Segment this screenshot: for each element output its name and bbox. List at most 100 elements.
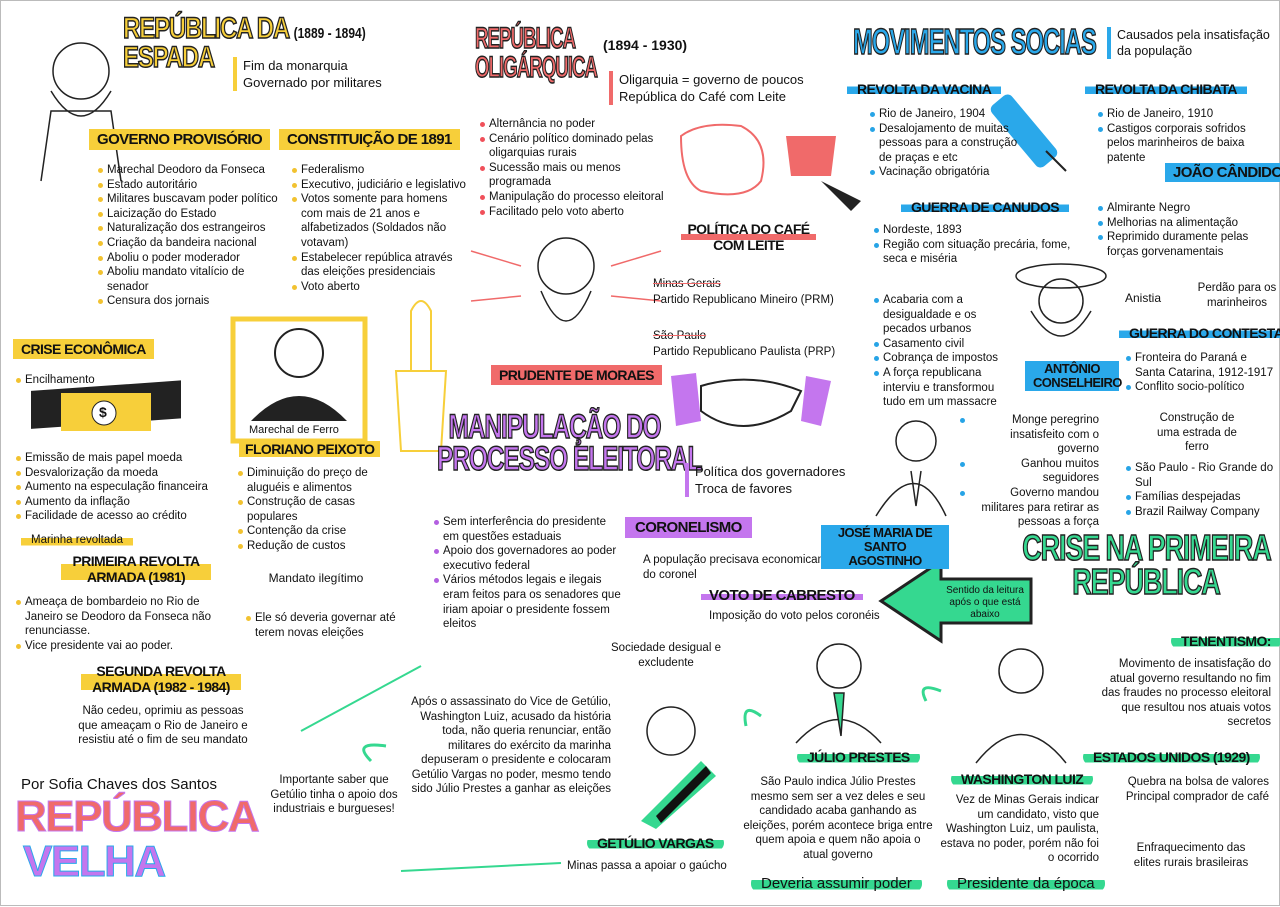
- list-item: Voto aberto: [291, 280, 469, 295]
- tenentismo-text: Movimento de insatisfação do atual gover…: [1101, 658, 1271, 728]
- crise-title-line2: REPÚBLICA: [1072, 561, 1222, 603]
- syringe-icon: [990, 94, 1067, 172]
- list-item: Criação da bandeira nacional: [97, 236, 287, 251]
- oligarquica-note: Oligarquia = governo de poucos: [619, 72, 804, 87]
- constituicao-title: CONSTITUIÇÃO DE 1891: [279, 129, 460, 150]
- manipulacao-note: Política dos governadores: [695, 464, 846, 479]
- list-item: Estado autoritário: [97, 178, 287, 193]
- joao-candido-title: JOÃO CÂNDIDO: [1165, 163, 1280, 182]
- prp-label: Partido Republicano Paulista (PRP): [653, 346, 836, 358]
- list-item: Naturalização dos estrangeiros: [97, 221, 287, 236]
- manipulacao-title-line2: PROCESSO ELEITORAL: [436, 440, 703, 479]
- manipulacao-title-line1: MANIPULAÇÃO DO: [448, 408, 662, 446]
- espada-note: Governado por militares: [243, 75, 382, 90]
- list-item: Diminuição do preço de aluguéis e alimen…: [237, 466, 405, 495]
- list-item: Facilitado pelo voto aberto: [479, 205, 669, 220]
- getulio-vargas-text: Minas passa a apoiar o gaúcho: [567, 860, 727, 872]
- list-item: Facilidade de acesso ao crédito: [15, 509, 230, 524]
- list-item: Desvalorização da moeda: [15, 466, 230, 481]
- list-item: Reprimido duramente pelas forças gorvena…: [1097, 230, 1267, 259]
- governo-provisorio-title: GOVERNO PROVISÓRIO: [89, 129, 271, 150]
- list-item: Manipulação do processo eleitoral: [479, 190, 669, 205]
- presidente-epoca-tag: Presidente da época: [947, 875, 1105, 892]
- espada-note: Fim da monarquia: [243, 58, 348, 73]
- espada-notes: Fim da monarquia Governado por militares: [233, 57, 382, 91]
- leaf-branch-icon: [300, 665, 562, 872]
- cafe-com-leite-title: POLÍTICA DO CAFÉ COM LEITE: [681, 221, 816, 253]
- tenentismo-title: TENENTISMO:: [1171, 633, 1280, 649]
- floriano-name: FLORIANO PEIXOTO: [239, 441, 381, 457]
- deodoro-portrait-icon: [40, 42, 122, 182]
- list-item: Nordeste, 1893: [873, 223, 1083, 238]
- getulio-vargas-name: GETÚLIO VARGAS: [587, 835, 724, 851]
- voto-de-cabresto-text: Imposição do voto pelos coronéis: [709, 610, 880, 622]
- washington-portrait-icon: [975, 648, 1067, 764]
- prudente-name: PRUDENTE DE MORAES: [491, 365, 662, 385]
- manipulacao-notes: Política dos governadores Troca de favor…: [685, 463, 845, 497]
- guerra-contestado-list: Fronteira do Paraná e Santa Catarina, 19…: [1125, 351, 1275, 395]
- list-item: Aboliu o poder moderador: [97, 251, 287, 266]
- list-item: A força republicana interviu e transform…: [873, 366, 1018, 410]
- list-item: Vice presidente vai ao poder.: [15, 639, 237, 654]
- list-item: Sem interferência do presidente em quest…: [433, 515, 621, 544]
- apos-assassinato-text: Após o assassinato do Vice de Getúlio, W…: [411, 696, 611, 795]
- estrada-ferro-burst: Construção de uma estrada de ferro: [1157, 412, 1237, 453]
- prm-label: Partido Republicano Mineiro (PRM): [653, 294, 834, 306]
- revolta-vacina-title: REVOLTA DA VACINA: [847, 81, 1002, 97]
- crise-title-line1: CRISE NA PRIMEIRA: [1022, 527, 1273, 568]
- coronelismo-title: CORONELISMO: [625, 517, 752, 538]
- espada-title-line1: REPÚBLICA DA: [122, 12, 290, 45]
- segunda-revolta-text: Não cedeu, oprimiu as pessoas que ameaça…: [78, 705, 248, 746]
- list-item: Casamento civil: [873, 337, 1018, 352]
- list-item: Aboliu mandato vitalício de senador: [97, 265, 287, 294]
- prudente-portrait-icon: [470, 237, 662, 322]
- estados-unidos-text: Quebra na bolsa de valores Principal com…: [1103, 775, 1269, 804]
- list-item: Estabelecer república através das eleiçõ…: [291, 251, 469, 280]
- revolta-chibata-title: REVOLTA DA CHIBATA: [1085, 81, 1247, 97]
- primeira-revolta-title: PRIMEIRA REVOLTA ARMADA (1981): [61, 553, 211, 585]
- floriano-caption: Marechal de Ferro: [247, 423, 341, 438]
- list-item: Militares buscavam poder político: [97, 192, 287, 207]
- washington-luiz-text: Vez de Minas Gerais indicar um candidato…: [940, 794, 1099, 864]
- list-item: Região com situação precária, fome, seca…: [873, 238, 1083, 267]
- floriano-note-list: Ele só deveria governar até terem novas …: [245, 611, 405, 640]
- espada-title: REPÚBLICA DA (1889 - 1894) ESPADA: [122, 12, 366, 73]
- julio-portrait-icon: [795, 643, 882, 744]
- list-item: Censura dos jornais: [97, 294, 287, 309]
- list-item: Fronteira do Paraná e Santa Catarina, 19…: [1125, 351, 1275, 380]
- eua-item: Principal comprador de café: [1125, 790, 1269, 803]
- espada-dates: (1889 - 1894): [293, 25, 366, 42]
- list-item: Sucessão mais ou menos programada: [479, 161, 669, 190]
- sao-paulo-label: São Paulo: [653, 330, 707, 342]
- list-item: Vários métodos legais e ilegais eram fei…: [433, 573, 621, 631]
- oligarquica-note: República do Café com Leite: [619, 89, 786, 104]
- oligarquica-title: REPÚBLICA OLIGÁRQUICA: [475, 23, 599, 83]
- marinha-revoltada-note: Marinha revoltada: [21, 533, 134, 548]
- floriano-list: Diminuição do preço de aluguéis e alimen…: [237, 466, 405, 554]
- republica-velha-title-line2: VELHA: [23, 837, 167, 886]
- deveria-assumir-tag: Deveria assumir poder: [751, 875, 922, 892]
- list-item: Brazil Railway Company: [1125, 505, 1280, 520]
- reading-direction-text: Sentido da leitura após o que está abaix…: [946, 585, 1024, 620]
- primeira-revolta-list: Ameaça de bombardeio no Rio de Janeiro s…: [15, 595, 237, 653]
- list-item: Governo mandou militares para retirar as…: [959, 486, 1099, 530]
- crise-title: CRISE NA PRIMEIRA REPÚBLICA: [1022, 527, 1273, 603]
- eua-item: Quebra na bolsa de valores: [1127, 776, 1269, 788]
- oligarquica-dates: (1894 - 1930): [603, 37, 688, 53]
- list-item: Desalojamento de muitas pessoas para a c…: [869, 122, 1019, 166]
- cow-icon: [679, 123, 765, 196]
- list-item: Ele só deveria governar até terem novas …: [245, 611, 405, 640]
- author-credit: Por Sofia Chaves dos Santos: [21, 776, 217, 793]
- movimentos-sociais-subtitle: Causados pela insatisfação da população: [1107, 27, 1277, 59]
- money-icon: [31, 380, 181, 431]
- crise-economica-list: Encilhamento: [15, 373, 215, 388]
- list-item: Laicização do Estado: [97, 207, 287, 222]
